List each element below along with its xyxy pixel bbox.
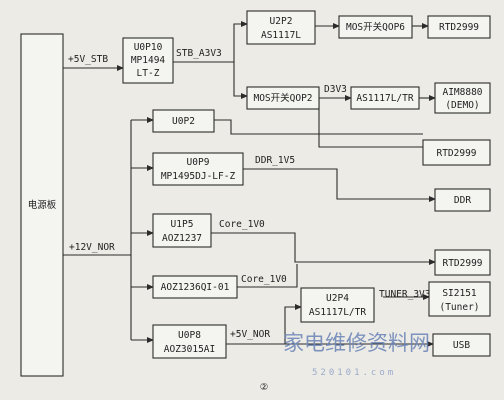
net-label-core-1v0-a: Core_1V0 — [219, 219, 265, 230]
block-mos-qop6: MOS开关QOP6 — [338, 15, 413, 39]
svg-text:USB: USB — [453, 340, 470, 351]
block-rtd2999-mid: RTD2999 — [422, 139, 491, 166]
power-board-block: 电源板 — [20, 33, 64, 377]
svg-text:DDR: DDR — [454, 195, 471, 206]
wires-5v-stb — [63, 21, 436, 150]
block-u2p2: U2P2 AS1117L — [246, 10, 316, 45]
block-aim8880: AIM8880 (DEMO) — [434, 82, 491, 114]
block-si2151-tuner: SI2151 (Tuner) — [428, 281, 491, 317]
block-u0p8: U0P8 AOZ3015AI — [152, 324, 227, 359]
svg-text:U0P10: U0P10 — [134, 42, 163, 53]
svg-text:U2P2: U2P2 — [270, 16, 293, 27]
block-rtd2999-top: RTD2999 — [427, 15, 491, 39]
block-u1p5: U1P5 AOZ1237 — [152, 213, 212, 248]
net-label-tuner-3v3: TUNER_3V3 — [379, 289, 430, 300]
block-usb: USB — [432, 333, 491, 357]
svg-text:U0P8: U0P8 — [178, 330, 201, 341]
block-u0p9: U0P9 MP1495DJ-LF-Z — [152, 152, 244, 186]
svg-text:AIM8880: AIM8880 — [442, 87, 482, 98]
figure-label: ② — [260, 382, 269, 393]
svg-text:AOZ1237: AOZ1237 — [162, 233, 202, 244]
wires-12v-nor — [63, 117, 436, 347]
net-label-12v-nor: +12V_NOR — [69, 242, 115, 253]
svg-text:AOZ3015AI: AOZ3015AI — [164, 344, 215, 355]
svg-text:AOZ1236QI-01: AOZ1236QI-01 — [161, 282, 230, 293]
svg-text:MOS开关QOP2: MOS开关QOP2 — [253, 92, 312, 104]
watermark: 家电维修资料网 520101.com — [283, 331, 430, 378]
svg-text:MP1495DJ-LF-Z: MP1495DJ-LF-Z — [161, 171, 236, 182]
svg-text:SI2151: SI2151 — [442, 288, 477, 299]
block-mos-qop2: MOS开关QOP2 — [246, 86, 320, 110]
svg-text:MP1494: MP1494 — [131, 55, 166, 66]
net-label-stb-a3v3: STB_A3V3 — [176, 48, 222, 59]
block-as1117l-tr: AS1117L/TR — [350, 86, 420, 110]
net-label-ddr-1v5: DDR_1V5 — [255, 155, 295, 166]
svg-text:AS1117L/TR: AS1117L/TR — [309, 307, 366, 318]
block-ddr: DDR — [434, 188, 491, 212]
watermark-url: 520101.com — [312, 368, 396, 378]
svg-text:MOS开关QOP6: MOS开关QOP6 — [346, 21, 405, 33]
net-label-5v-nor: +5V_NOR — [230, 329, 270, 340]
power-board-label: 电源板 — [28, 199, 57, 211]
svg-text:RTD2999: RTD2999 — [442, 258, 482, 269]
svg-text:U2P4: U2P4 — [326, 293, 349, 304]
block-rtd2999-bottom: RTD2999 — [434, 249, 491, 276]
svg-text:(DEMO): (DEMO) — [445, 100, 479, 111]
svg-text:(Tuner): (Tuner) — [439, 302, 479, 313]
net-label-d3v3: D3V3 — [324, 84, 347, 95]
block-aoz1236qi: AOZ1236QI-01 — [152, 275, 238, 299]
svg-text:U0P2: U0P2 — [172, 116, 195, 127]
net-label-5v-stb: +5V_STB — [68, 54, 108, 65]
block-u0p2: U0P2 — [152, 109, 215, 133]
svg-text:AS1117L/TR: AS1117L/TR — [356, 93, 413, 104]
svg-text:U0P9: U0P9 — [187, 157, 210, 168]
block-u2p4: U2P4 AS1117L/TR — [300, 287, 375, 323]
svg-text:U1P5: U1P5 — [171, 219, 194, 230]
svg-text:RTD2999: RTD2999 — [439, 22, 479, 33]
svg-text:AS1117L: AS1117L — [261, 30, 301, 41]
watermark-text: 家电维修资料网 — [283, 331, 430, 355]
svg-text:RTD2999: RTD2999 — [436, 148, 476, 159]
block-u0p10: U0P10 MP1494 LT-Z — [122, 37, 174, 84]
net-label-core-1v0-b: Core_1V0 — [241, 274, 287, 285]
svg-text:LT-Z: LT-Z — [137, 68, 160, 79]
